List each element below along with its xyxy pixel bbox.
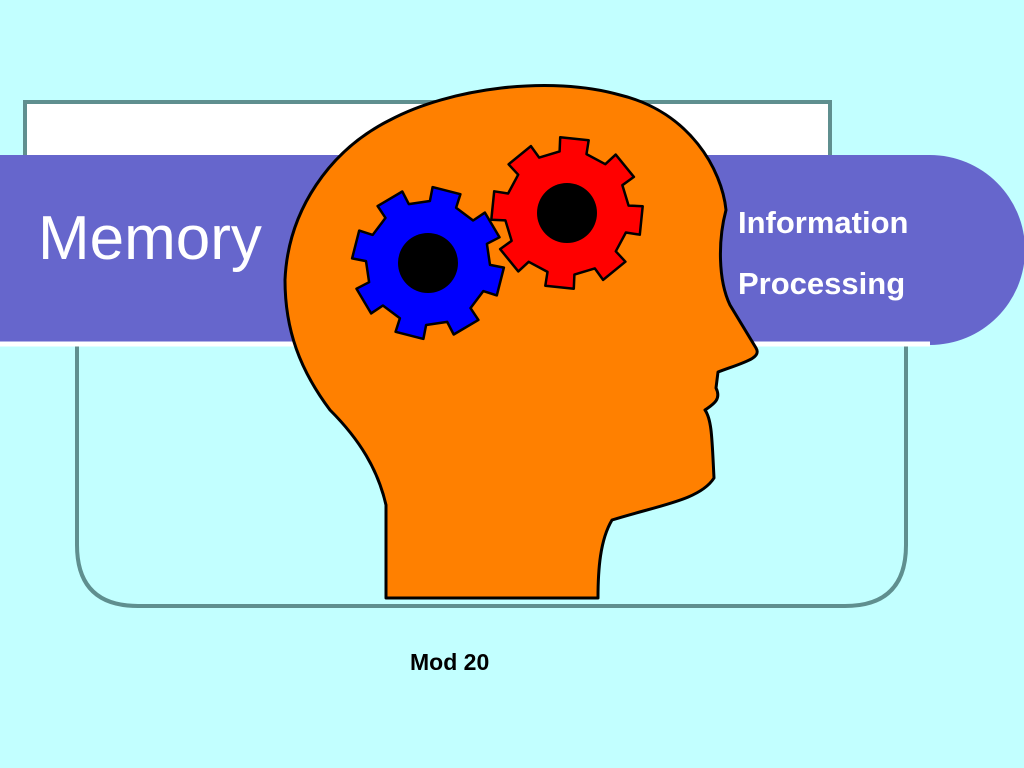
- blue-gear-icon: [350, 185, 506, 341]
- lower-frame: [75, 330, 908, 608]
- subtitle-line-1: Information: [738, 205, 909, 240]
- slide-title: Memory: [38, 204, 262, 273]
- red-gear-icon: [490, 136, 644, 290]
- footer-label: Mod 20: [410, 649, 490, 675]
- subtitle-line-2: Processing: [738, 266, 906, 301]
